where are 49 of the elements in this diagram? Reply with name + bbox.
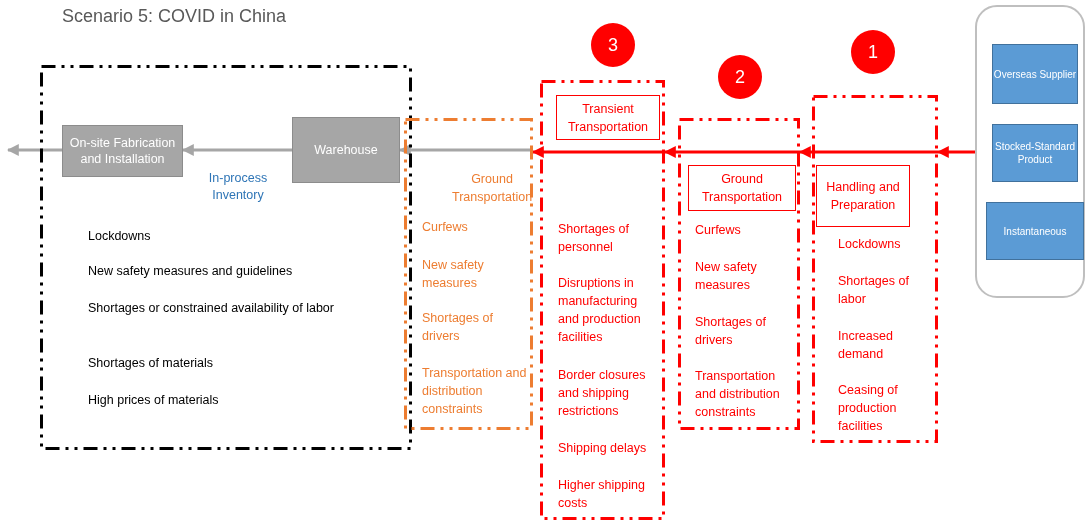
supplier-box: Instantaneous [986, 202, 1084, 260]
disruption-text: High prices of materials [88, 392, 220, 409]
process-box: On-site Fabrication and Installation [62, 125, 183, 177]
arrow [181, 144, 292, 156]
disruption-text: Shortages or constrained availability of labor [88, 300, 335, 317]
disruption-text: Increased demand [838, 328, 894, 363]
disruption-text: Curfews [695, 222, 742, 239]
supplier-box: Overseas Supplier [992, 44, 1078, 104]
dashed-region [40, 65, 412, 450]
number-badge: 2 [718, 55, 762, 99]
disruption-text: Shortages of personnel [558, 221, 630, 256]
dashed-region [678, 118, 800, 430]
arrow [531, 146, 665, 158]
title: Scenario 5: COVID in China [62, 6, 287, 27]
dashed-region [540, 80, 665, 520]
stage-label-box: Ground Transportation [688, 165, 796, 211]
edge-label: In-process Inventory [207, 170, 269, 204]
arrow [663, 146, 800, 158]
arrow [798, 146, 938, 158]
arrow [6, 144, 62, 156]
disruption-text: Lockdowns [88, 228, 152, 245]
dashed-region [812, 95, 938, 443]
stage-heading: Ground Transportation [452, 171, 532, 206]
process-box: Warehouse [292, 117, 400, 183]
disruption-text: Ceasing of production facilities [838, 382, 899, 435]
number-badge: 1 [851, 30, 895, 74]
disruption-text: New safety measures [422, 257, 485, 292]
disruption-text: Shortages of labor [838, 273, 910, 308]
disruption-text: Shortages of drivers [422, 310, 494, 345]
arrow [936, 146, 975, 158]
disruption-text: New safety measures and guidelines [88, 263, 294, 280]
supplier-panel [975, 5, 1085, 298]
number-badge: 3 [591, 23, 635, 67]
stage-label-box: Transient Transportation [556, 95, 660, 140]
disruption-text: Border closures and shipping restrictions [558, 367, 647, 420]
disruption-text: Shipping delays [558, 440, 648, 457]
disruption-text: New safety measures [695, 259, 758, 294]
dashed-region [404, 118, 533, 430]
stage-label-box: Handling and Preparation [816, 165, 910, 227]
disruption-text: Transportation and distribution constraints [695, 368, 781, 421]
disruption-text: Shortages of drivers [695, 314, 767, 349]
disruption-text: Curfews [422, 219, 469, 236]
disruption-text: Transportation and distribution constraints [422, 365, 527, 418]
arrow [398, 144, 533, 156]
disruption-text: Disruptions in manufacturing and production facilities [558, 275, 642, 346]
supplier-box: Stocked-Standard Product [992, 124, 1078, 182]
disruption-text: Higher shipping costs [558, 477, 646, 512]
disruption-text: Lockdowns [838, 236, 902, 253]
disruption-text: Shortages of materials [88, 355, 215, 372]
